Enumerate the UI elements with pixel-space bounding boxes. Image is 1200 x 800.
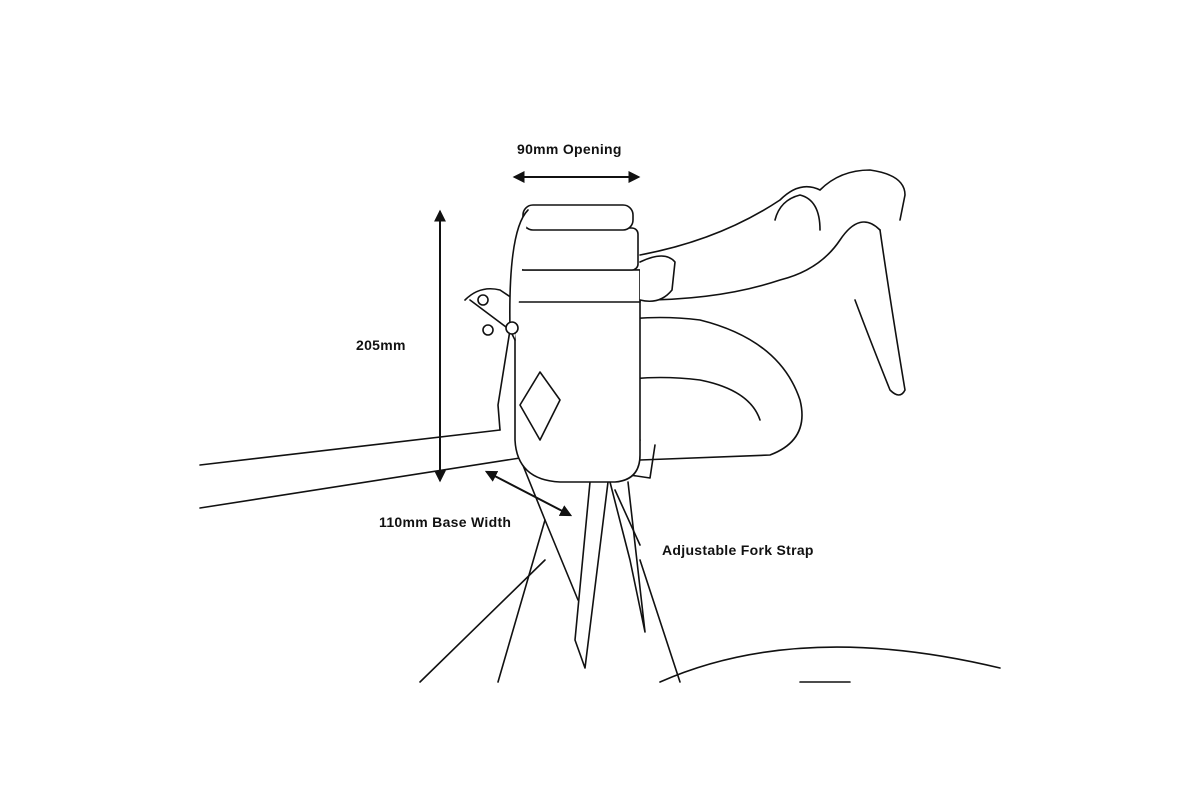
fork-strap-label: Adjustable Fork Strap — [662, 542, 814, 558]
stem-bag — [505, 204, 676, 483]
height-label: 205mm — [356, 337, 406, 353]
bike-frame — [199, 287, 1001, 683]
diamond-logo-icon — [519, 371, 561, 441]
base-width-arrow — [484, 470, 573, 517]
base-width-label: 110mm Base Width — [379, 514, 512, 530]
opening-label: 90mm Opening — [517, 141, 622, 157]
fork — [574, 481, 646, 669]
